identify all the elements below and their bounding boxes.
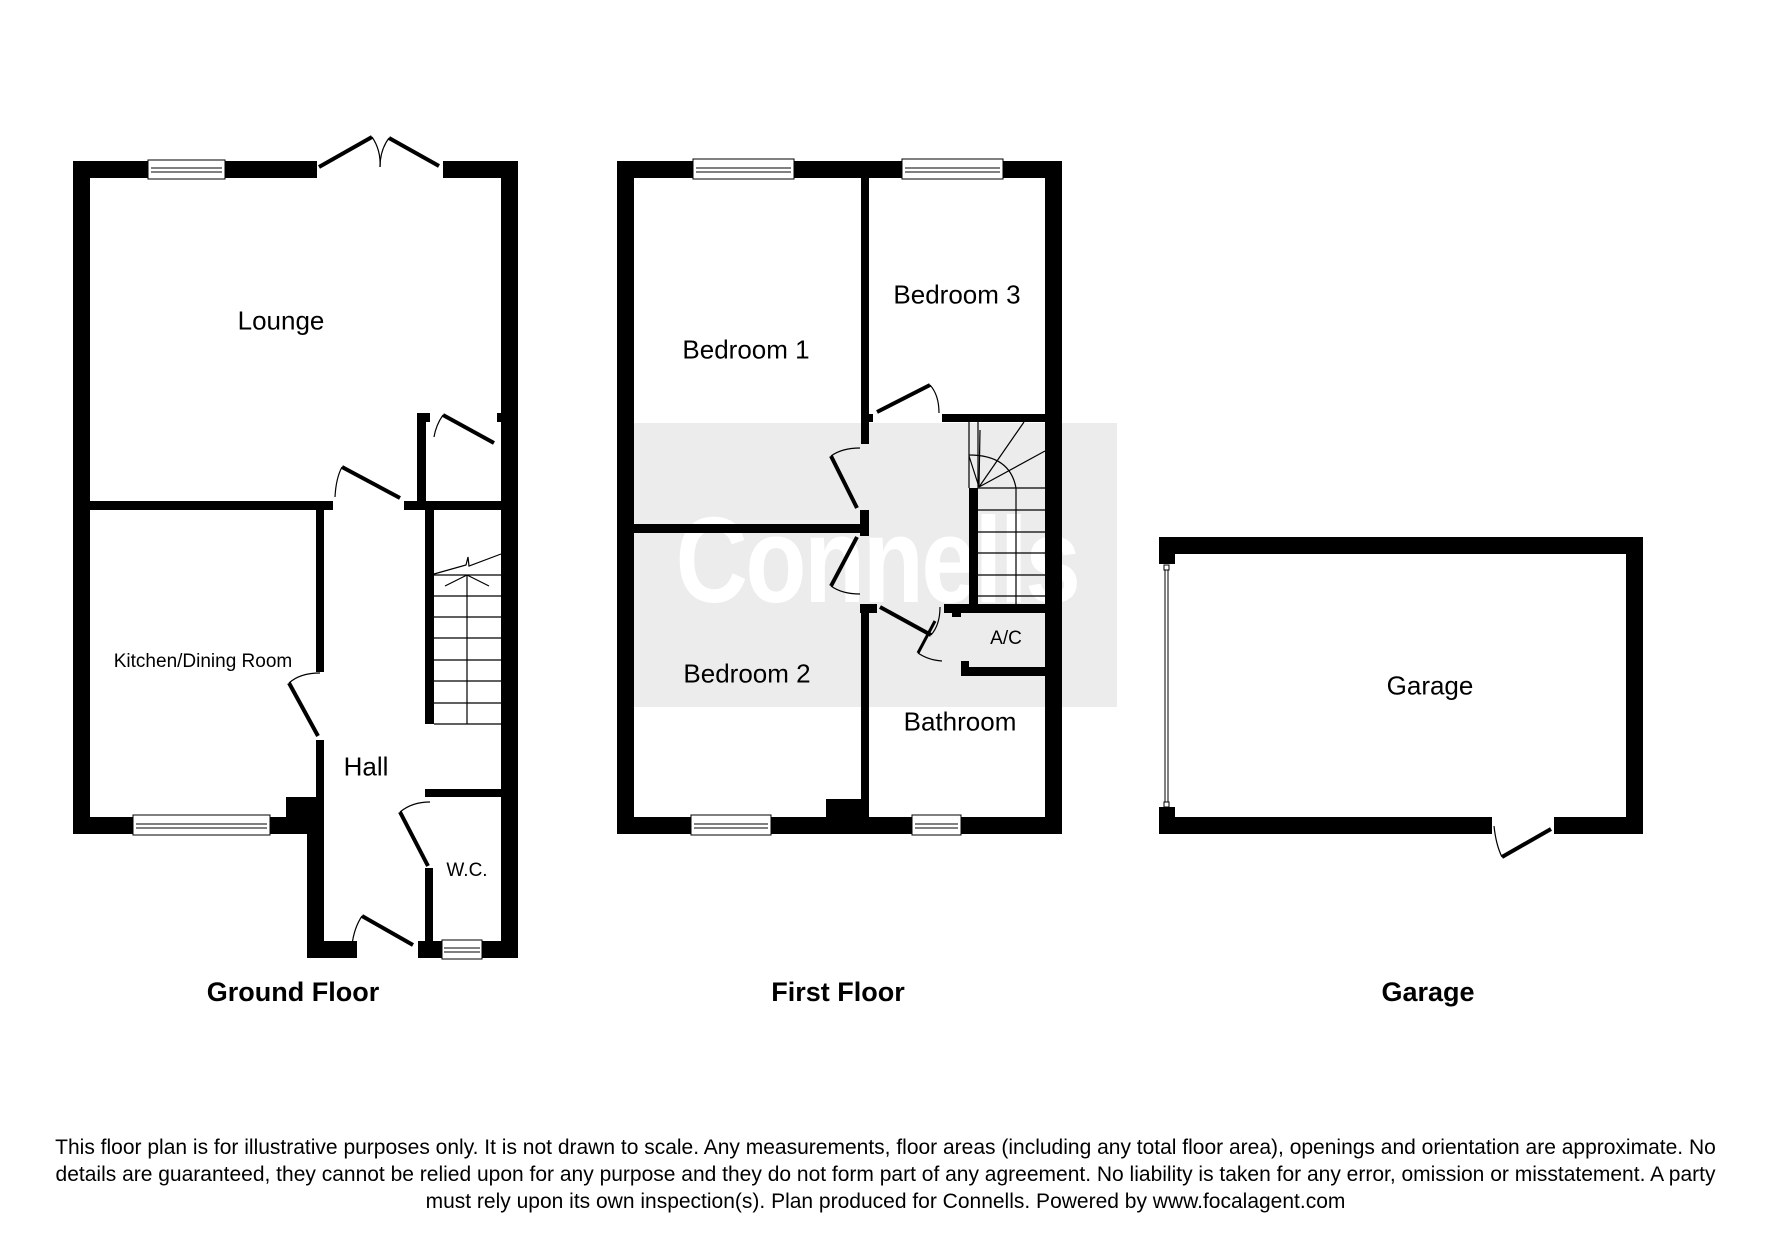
ground-floor-plan	[73, 161, 518, 958]
room-label-wc: W.C.	[446, 860, 488, 881]
garage-door-opening	[1163, 564, 1170, 808]
room-label-bathroom: Bathroom	[903, 706, 1017, 737]
first-floor-doors	[829, 383, 943, 662]
room-label-airing-cupboard: A/C	[990, 628, 1022, 649]
floor-title-ground: Ground Floor	[206, 977, 380, 1007]
room-label-bedroom-3: Bedroom 3	[893, 279, 1021, 310]
ground-floor-stairs	[433, 553, 502, 725]
first-floor-windows	[690, 158, 1004, 836]
room-label-bedroom-1: Bedroom 1	[682, 334, 810, 365]
garage-plan	[1159, 537, 1643, 834]
ground-floor-doors	[287, 135, 495, 947]
watermark-box	[632, 423, 1117, 707]
first-floor-stairs	[968, 421, 1046, 604]
disclaimer-text: This floor plan is for illustrative purp…	[55, 1136, 1716, 1213]
ground-floor-windows	[132, 159, 483, 960]
room-label-kitchen-dining: Kitchen/Dining Room	[113, 651, 293, 672]
floor-title-first: First Floor	[771, 977, 905, 1007]
garage-side-door	[1493, 825, 1552, 859]
room-label-garage: Garage	[1386, 670, 1474, 701]
floor-title-garage: Garage	[1381, 977, 1475, 1007]
room-label-bedroom-2: Bedroom 2	[683, 658, 811, 689]
room-label-lounge: Lounge	[237, 305, 325, 336]
room-label-hall: Hall	[343, 751, 389, 782]
